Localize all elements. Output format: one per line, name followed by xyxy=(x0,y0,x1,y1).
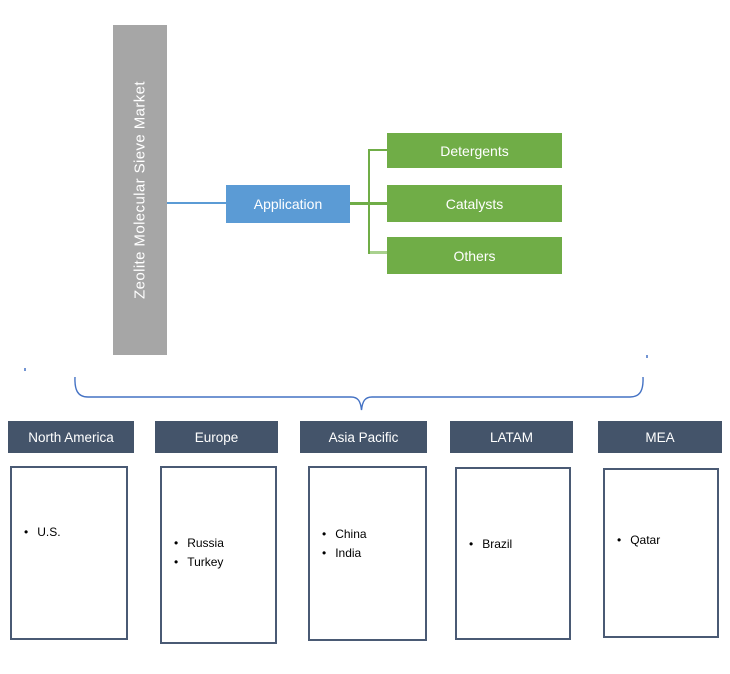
bullet-icon: • xyxy=(617,533,622,547)
market-root-label: Zeolite Molecular Sieve Market xyxy=(131,81,149,299)
region-body-mea: •Qatar xyxy=(603,468,719,638)
region-body-north-america: •U.S. xyxy=(10,466,128,640)
segment-detergents-label: Detergents xyxy=(440,142,509,159)
segment-catalysts-label: Catalysts xyxy=(445,195,504,212)
region-header-north-america: North America xyxy=(8,421,134,453)
connector-to-others xyxy=(370,251,387,254)
connector-application-vertical xyxy=(368,149,370,254)
country-item: •Brazil xyxy=(469,537,513,551)
country-item: •Russia xyxy=(174,536,224,550)
region-header-europe: Europe xyxy=(155,421,278,453)
country-list: •Qatar xyxy=(605,470,717,547)
bullet-icon: • xyxy=(322,527,327,541)
country-list: •Russia •Turkey xyxy=(162,468,275,569)
bullet-icon: • xyxy=(174,536,179,550)
stray-mark-left xyxy=(24,368,26,371)
region-body-europe: •Russia •Turkey xyxy=(160,466,277,644)
region-header-label: LATAM xyxy=(489,429,533,445)
segment-others: Others xyxy=(387,237,562,274)
region-header-asia-pacific: Asia Pacific xyxy=(300,421,427,453)
connector-root-to-application xyxy=(167,202,226,204)
bullet-icon: • xyxy=(469,537,474,551)
country-item: •Turkey xyxy=(174,555,224,569)
segment-catalysts: Catalysts xyxy=(387,185,562,222)
country-item: •U.S. xyxy=(24,525,61,539)
country-list: •Brazil xyxy=(457,469,569,551)
bullet-icon: • xyxy=(322,546,327,560)
bullet-icon: • xyxy=(174,555,179,569)
market-root-bar: Zeolite Molecular Sieve Market xyxy=(113,25,167,355)
segment-others-label: Others xyxy=(453,247,496,264)
connector-to-detergents xyxy=(370,149,387,151)
region-header-label: North America xyxy=(28,429,114,445)
country-item: •India xyxy=(322,546,362,560)
segment-detergents: Detergents xyxy=(387,133,562,168)
region-header-label: MEA xyxy=(645,429,675,445)
stray-mark-right xyxy=(646,355,648,358)
regions-brace-connector xyxy=(74,376,644,411)
application-node-label: Application xyxy=(253,196,323,212)
region-body-asia-pacific: •China •India xyxy=(308,466,427,641)
application-node: Application xyxy=(226,185,350,223)
country-item: •China xyxy=(322,527,367,541)
region-header-label: Europe xyxy=(194,429,239,445)
bullet-icon: • xyxy=(24,525,29,539)
country-item: •Qatar xyxy=(617,533,661,547)
region-body-latam: •Brazil xyxy=(455,467,571,640)
country-list: •China •India xyxy=(310,468,425,560)
region-header-mea: MEA xyxy=(598,421,722,453)
country-list: •U.S. xyxy=(12,468,126,539)
region-header-latam: LATAM xyxy=(450,421,573,453)
region-header-label: Asia Pacific xyxy=(328,429,399,445)
